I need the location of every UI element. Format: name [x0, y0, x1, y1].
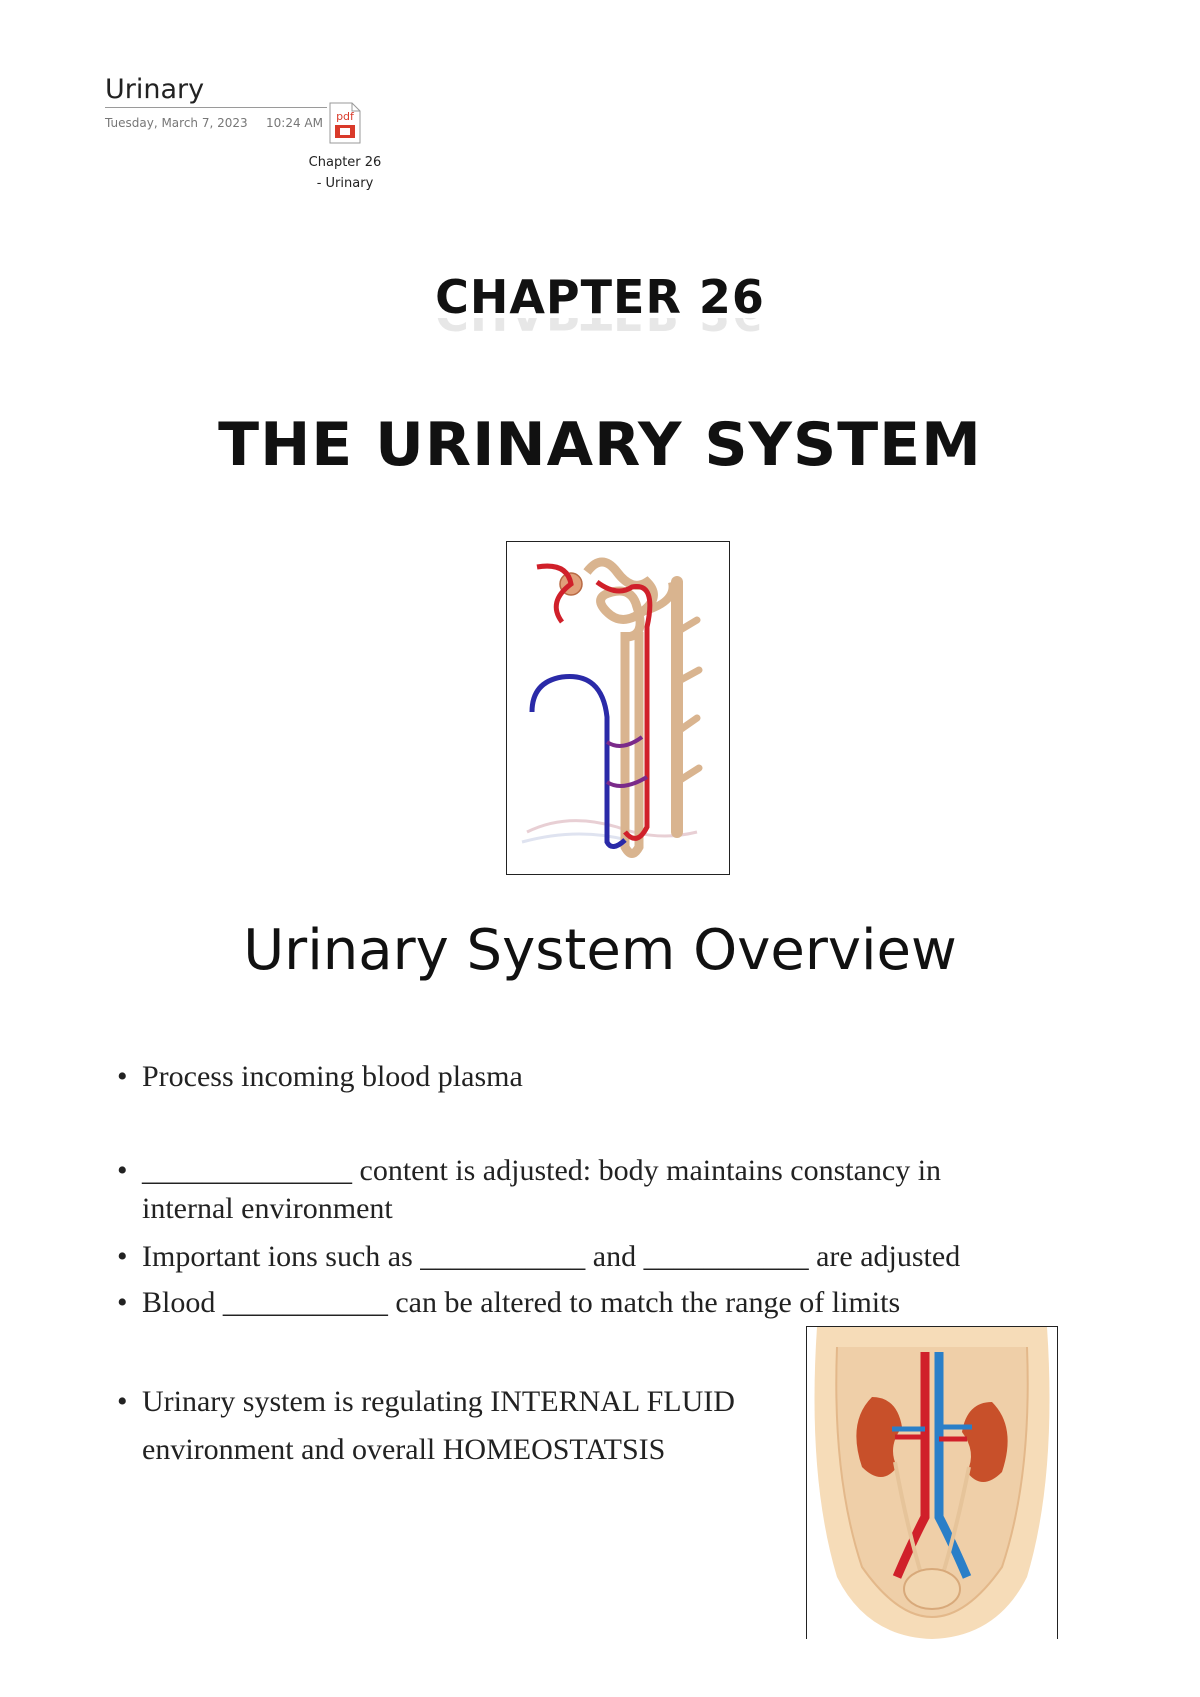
bullet-dot: •	[117, 1060, 128, 1093]
attachment-name-line2: - Urinary	[316, 176, 374, 191]
note-date: Tuesday, March 7, 2023	[105, 116, 248, 130]
slide-title: THE URINARY SYSTEM	[218, 410, 982, 480]
bullet-text: Process incoming blood plasma	[142, 1060, 523, 1093]
bullet-dot: •	[117, 1385, 128, 1418]
pdf-file-icon: pdf	[329, 102, 361, 144]
attachment-name-line1: Chapter 26	[308, 155, 382, 170]
title-divider	[105, 107, 327, 108]
attachment-name: Chapter 26 - Urinary	[300, 152, 390, 194]
list-item: • Important ions such as ___________ and…	[117, 1238, 1037, 1276]
note-time: 10:24 AM	[266, 116, 323, 130]
chapter-heading: CHAPTER 26	[435, 270, 765, 324]
bullet-dot: •	[117, 1154, 128, 1187]
list-item: • ______________ content is adjusted: bo…	[117, 1152, 1037, 1228]
nephron-image	[506, 541, 730, 875]
bullet-text: Important ions such as ___________ and _…	[142, 1240, 961, 1273]
bullet-text-continued: internal environment	[142, 1192, 393, 1225]
note-title[interactable]: Urinary	[105, 74, 205, 105]
list-item: • Blood ___________ can be altered to ma…	[117, 1284, 1037, 1322]
bullet-text: Urinary system is regulating INTERNAL FL…	[142, 1385, 735, 1418]
nephron-illustration	[521, 557, 703, 858]
bullet-dot: •	[117, 1240, 128, 1273]
bullet-dot: •	[117, 1286, 128, 1319]
overview-title: Urinary System Overview	[243, 918, 957, 983]
bullet-text: Blood ___________ can be altered to matc…	[142, 1286, 901, 1319]
bullet-text-continued: environment and overall HOMEOSTATSIS	[142, 1433, 666, 1466]
bullet-text: ______________ content is adjusted: body…	[142, 1154, 942, 1187]
svg-text:pdf: pdf	[336, 110, 355, 123]
chapter-heading-reflection: CHAPTER 26	[0, 318, 1200, 340]
list-item: • Urinary system is regulating INTERNAL …	[117, 1378, 1037, 1474]
urinary-tract-illustration	[814, 1327, 1050, 1639]
list-item: • Process incoming blood plasma	[117, 1058, 1037, 1096]
urinary-tract-image	[806, 1326, 1058, 1639]
